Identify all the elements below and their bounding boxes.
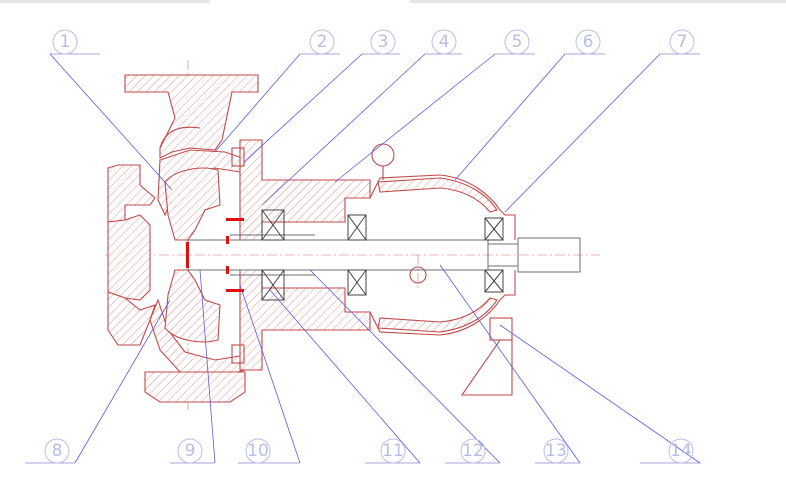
callout-label-12: 12 bbox=[462, 441, 484, 461]
callout-circle-14 bbox=[668, 438, 694, 464]
leader-line-7 bbox=[504, 53, 661, 213]
callout-circle-10 bbox=[245, 438, 271, 464]
callout-circle-1 bbox=[52, 29, 78, 55]
callout-circle-13 bbox=[543, 438, 569, 464]
leader-line-14 bbox=[499, 324, 701, 464]
bearing-housing bbox=[369, 143, 516, 336]
callout-circle-8 bbox=[44, 438, 70, 464]
callout-label-11: 11 bbox=[382, 441, 404, 461]
callout-circle-4 bbox=[431, 29, 457, 55]
callout-circle-2 bbox=[309, 29, 335, 55]
leader-line-9 bbox=[199, 269, 216, 464]
callout-label-7: 7 bbox=[677, 32, 688, 52]
callout-label-8: 8 bbox=[52, 441, 63, 461]
top-scrollbar-left bbox=[0, 0, 210, 3]
callout-circle-12 bbox=[460, 438, 486, 464]
top-scrollbar-right bbox=[410, 0, 786, 3]
callout-label-2: 2 bbox=[317, 32, 328, 52]
leader-lines bbox=[25, 53, 701, 464]
callout-label-14: 14 bbox=[670, 441, 692, 461]
callout-circle-3 bbox=[370, 29, 396, 55]
callout-label-5: 5 bbox=[512, 32, 523, 52]
leader-line-3 bbox=[243, 53, 363, 163]
callout-label-4: 4 bbox=[439, 32, 450, 52]
callout-circle-5 bbox=[504, 29, 530, 55]
leader-line-8 bbox=[74, 299, 171, 464]
leader-line-5 bbox=[334, 53, 496, 183]
leader-line-10 bbox=[239, 284, 301, 464]
leader-line-12 bbox=[309, 269, 501, 464]
callout-label-1: 1 bbox=[60, 32, 71, 52]
bearings bbox=[261, 209, 504, 301]
leader-line-4 bbox=[261, 53, 426, 206]
leader-line-2 bbox=[214, 53, 301, 153]
leader-line-6 bbox=[454, 53, 566, 181]
callout-label-3: 3 bbox=[378, 32, 389, 52]
callout-label-10: 10 bbox=[247, 441, 269, 461]
callout-label-13: 13 bbox=[545, 441, 567, 461]
callout-circle-9 bbox=[177, 438, 203, 464]
support-foot bbox=[460, 317, 513, 396]
leader-line-13 bbox=[439, 264, 581, 464]
callout-circle-11 bbox=[380, 438, 406, 464]
callout-label-6: 6 bbox=[583, 32, 594, 52]
callout-circle-6 bbox=[575, 29, 601, 55]
leader-line-11 bbox=[269, 289, 421, 464]
impeller bbox=[164, 167, 221, 343]
callout-circle-7 bbox=[669, 29, 695, 55]
leader-line-1 bbox=[49, 53, 173, 191]
mechanical-seal bbox=[186, 218, 244, 292]
callout-label-9: 9 bbox=[185, 441, 196, 461]
